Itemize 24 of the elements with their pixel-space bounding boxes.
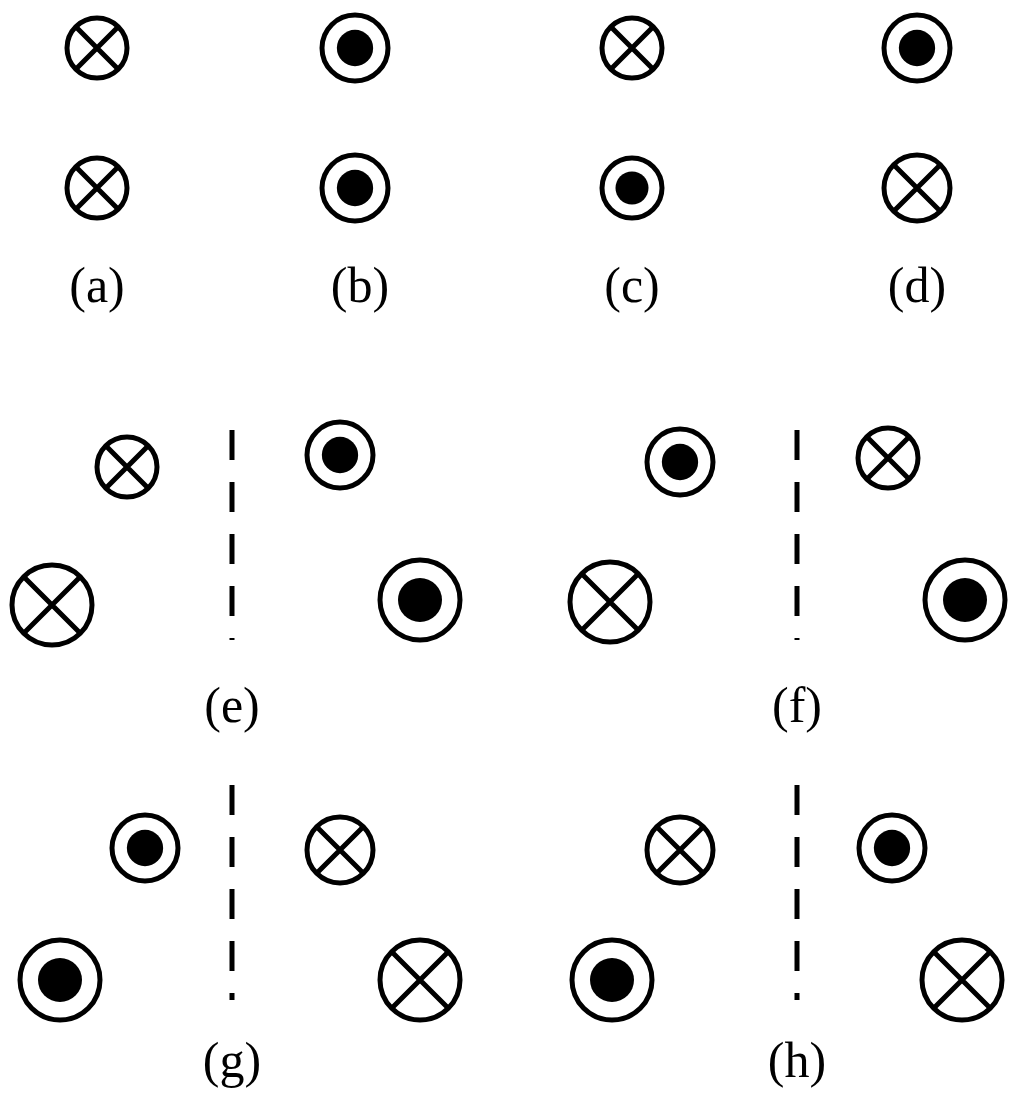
current-out-of-page-symbol: [599, 155, 665, 221]
current-out-of-page-symbol: [319, 152, 391, 224]
current-into-page-symbol: [64, 15, 130, 81]
current-out-of-page-symbol: [319, 12, 391, 84]
current-into-page-symbol: [9, 562, 95, 648]
current-out-of-page-symbol: [644, 426, 716, 498]
current-out-of-page-symbol: [304, 419, 376, 491]
current-into-page-symbol: [94, 434, 160, 500]
current-into-page-symbol: [377, 937, 463, 1023]
current-into-page-symbol: [855, 425, 921, 491]
current-into-page-symbol: [881, 152, 953, 224]
current-into-page-symbol: [567, 559, 653, 645]
current-out-of-page-symbol: [569, 937, 655, 1023]
current-out-of-page-symbol: [922, 557, 1008, 643]
current-out-of-page-symbol: [17, 937, 103, 1023]
current-out-of-page-symbol: [377, 557, 463, 643]
current-into-page-symbol: [304, 814, 376, 886]
current-into-page-symbol: [64, 155, 130, 221]
current-out-of-page-symbol: [109, 812, 181, 884]
current-out-of-page-symbol: [881, 12, 953, 84]
current-into-page-symbol: [599, 15, 665, 81]
current-into-page-symbol: [644, 814, 716, 886]
current-into-page-symbol: [919, 937, 1005, 1023]
current-out-of-page-symbol: [856, 812, 928, 884]
